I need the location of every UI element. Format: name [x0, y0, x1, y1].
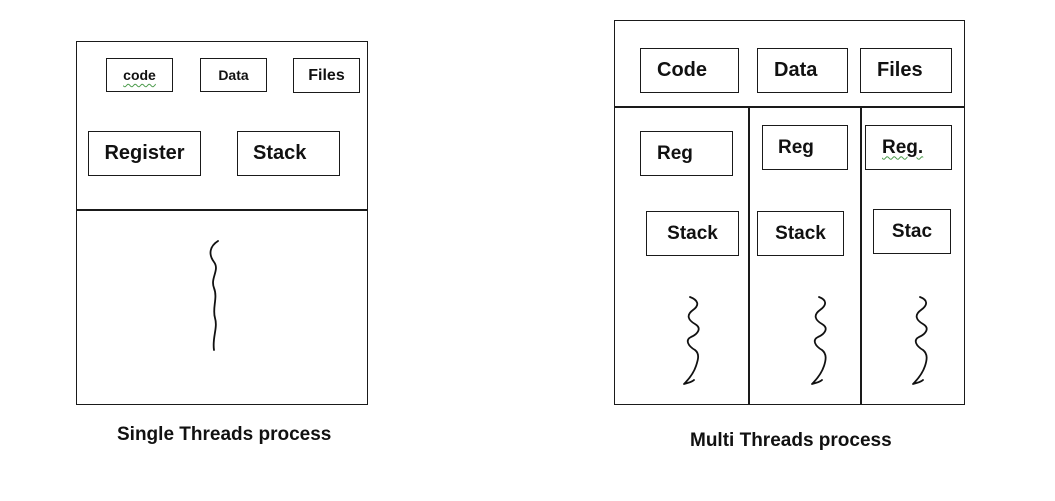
single-stack-label: Stack — [253, 142, 307, 164]
thread-3-stack-box: Stac — [873, 209, 951, 254]
squiggle-thread-icon — [683, 296, 700, 385]
multi-data-box: Data — [757, 48, 848, 93]
thread-1-stack-box: Stack — [646, 211, 739, 256]
single-process-caption: Single Threads process — [117, 424, 332, 445]
single-register-box: Register — [88, 131, 201, 176]
thread-2-reg-box: Reg — [762, 125, 848, 170]
thread-2-reg-label: Reg — [778, 136, 814, 158]
thread-2-stack-box: Stack — [757, 211, 844, 256]
single-data-label: Data — [218, 67, 249, 83]
thread-3-reg-label: Reg. — [882, 136, 924, 158]
squiggle-thread-icon — [912, 296, 928, 385]
multi-files-label: Files — [877, 59, 923, 81]
squiggle-thread-icon — [811, 296, 827, 385]
single-code-box: code — [106, 58, 173, 92]
thread-3-stack-label: Stac — [891, 220, 933, 242]
multi-files-box: Files — [860, 48, 952, 93]
single-thread-process-frame — [76, 41, 368, 405]
single-data-box: Data — [200, 58, 267, 92]
thread-column-divider-2 — [860, 107, 862, 404]
multi-process-divider — [615, 106, 964, 108]
single-stack-box: Stack — [237, 131, 340, 176]
multi-process-caption: Multi Threads process — [690, 430, 892, 451]
single-files-box: Files — [293, 58, 360, 93]
thread-3-reg-box: Reg. — [865, 125, 952, 170]
thread-1-reg-label: Reg — [657, 142, 693, 164]
thread-1-stack-label: Stack — [667, 222, 718, 244]
single-code-label: code — [123, 67, 156, 83]
multi-code-label: Code — [657, 59, 707, 81]
squiggle-thread-icon — [209, 240, 219, 351]
multi-code-box: Code — [640, 48, 739, 93]
single-process-divider — [77, 209, 367, 211]
single-register-label: Register — [104, 142, 185, 164]
thread-column-divider-1 — [748, 107, 750, 404]
single-files-label: Files — [308, 66, 345, 84]
thread-1-reg-box: Reg — [640, 131, 733, 176]
multi-data-label: Data — [774, 59, 818, 81]
thread-2-stack-label: Stack — [775, 222, 826, 244]
